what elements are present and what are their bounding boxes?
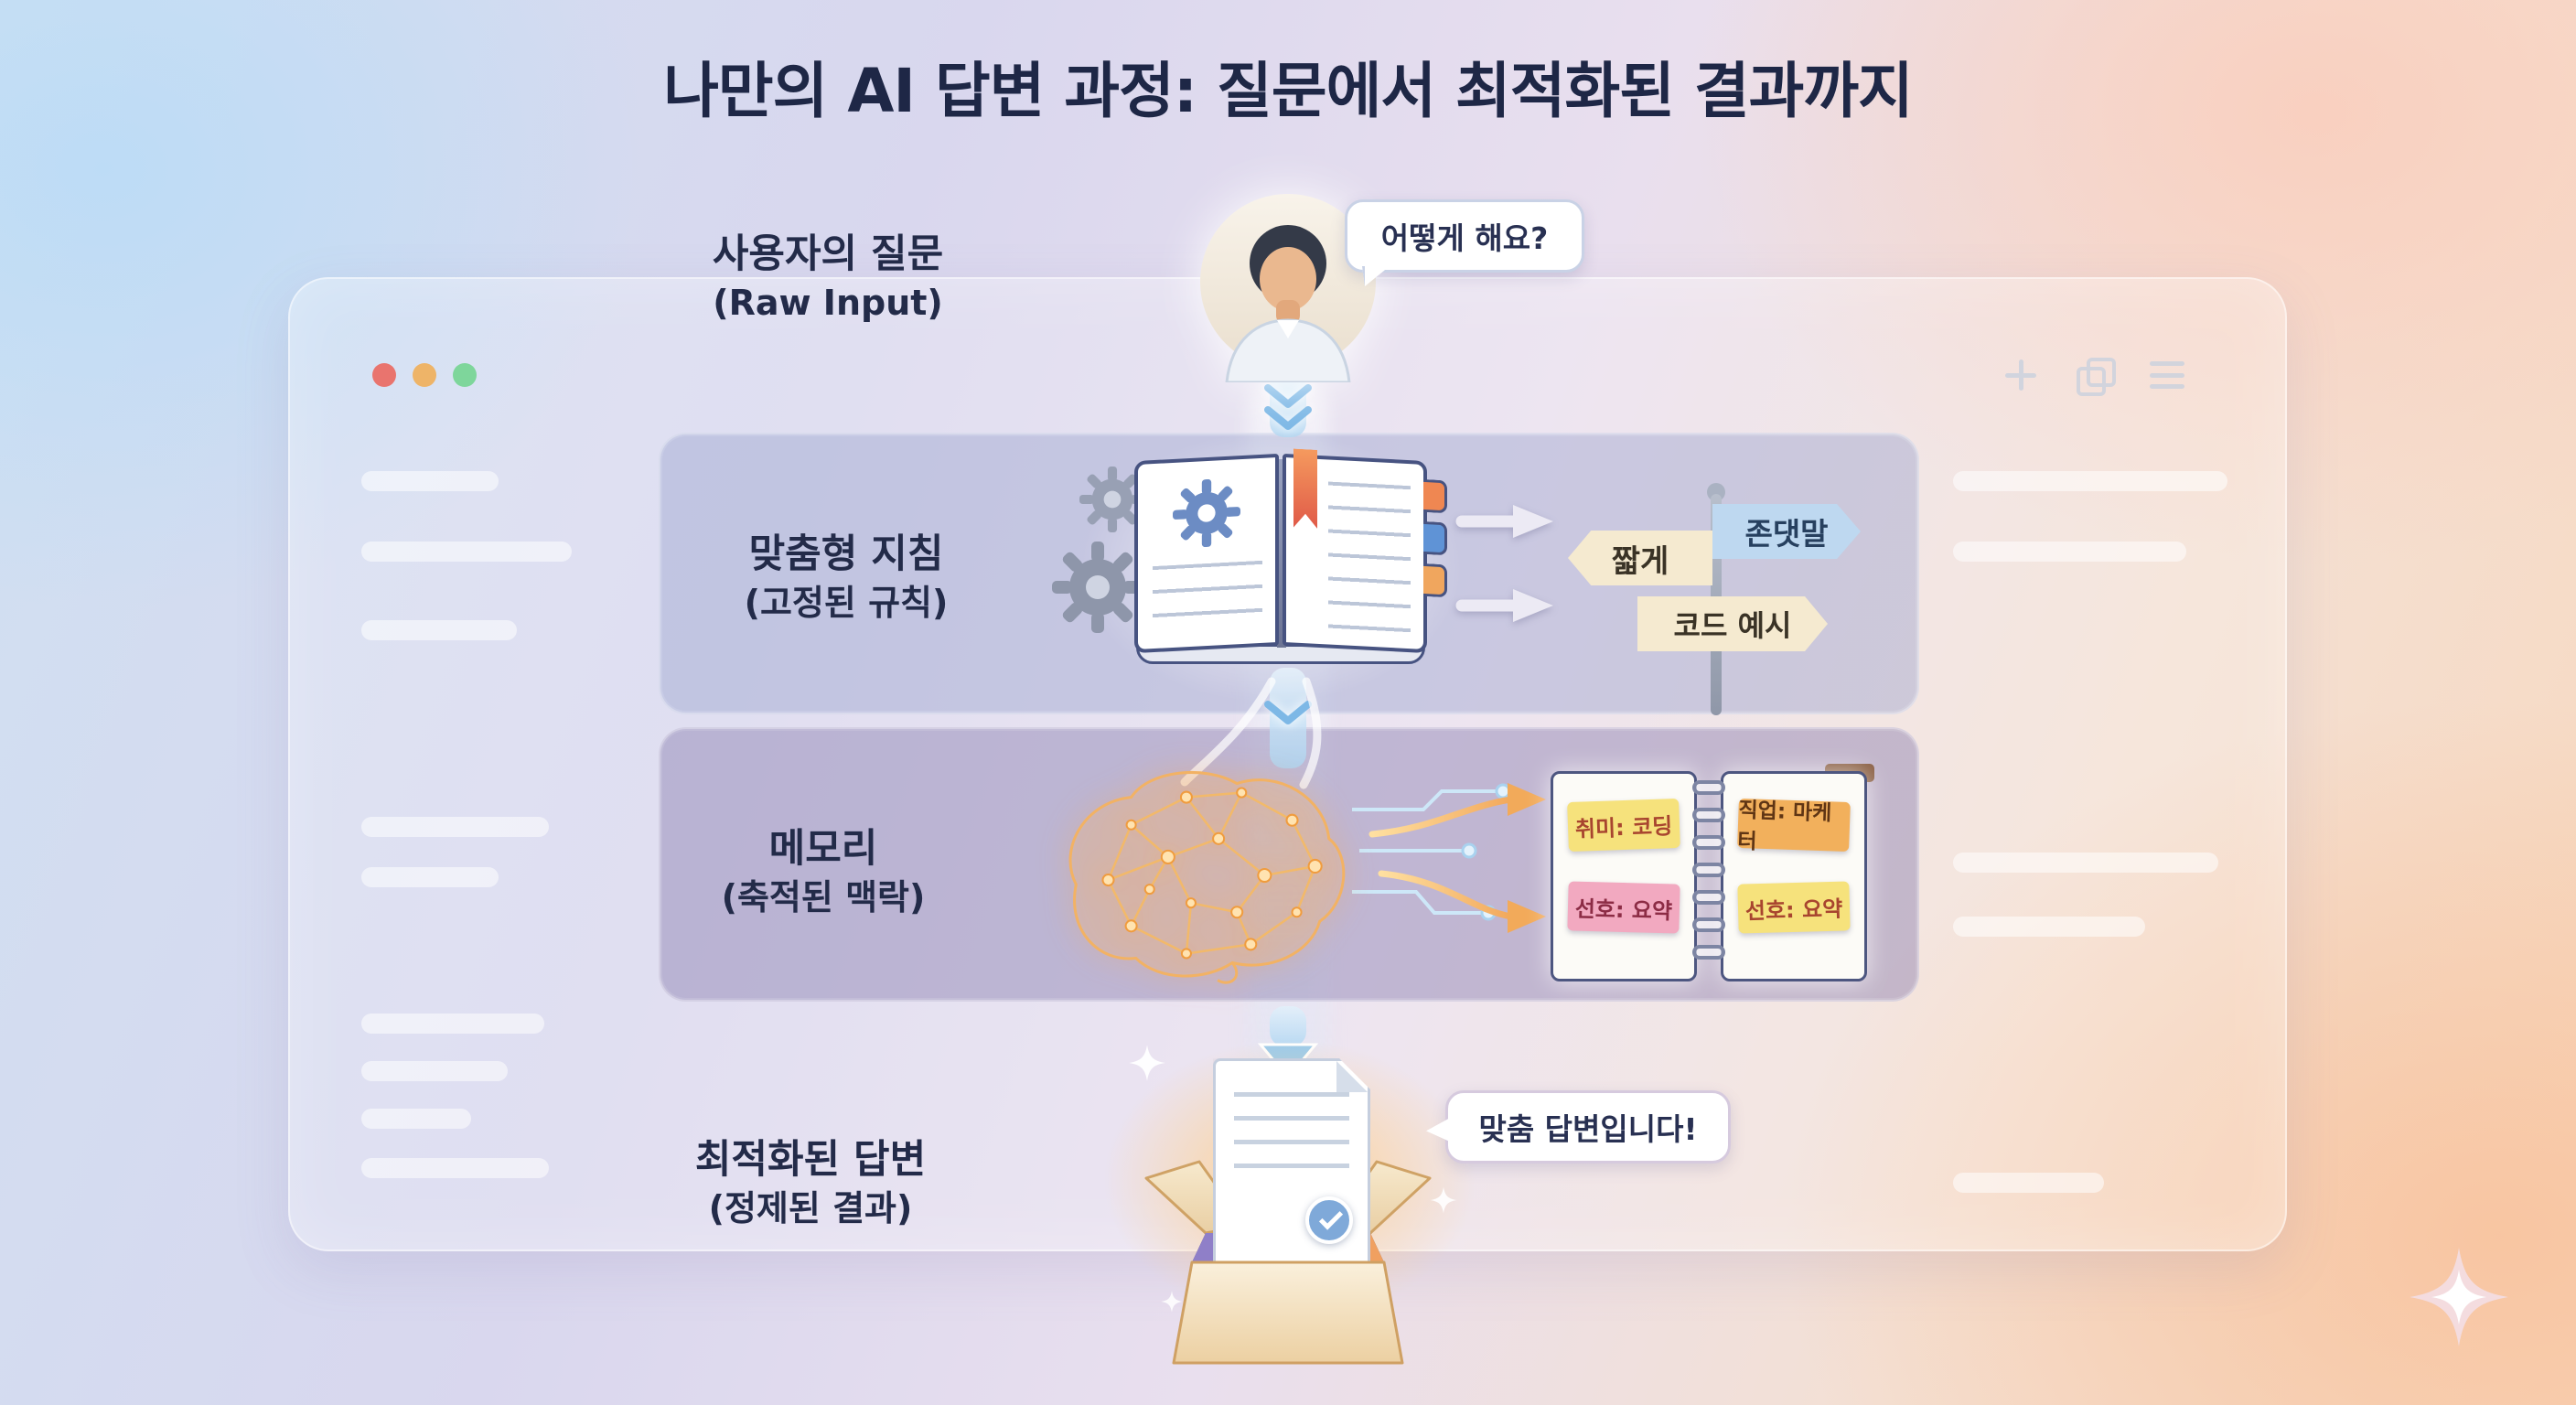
sign-code-example-label: 코드 예시 bbox=[1673, 608, 1792, 643]
skeleton-bar bbox=[361, 1158, 549, 1178]
sticky-note-job: 직업: 마케터 bbox=[1737, 798, 1851, 854]
skeleton-bar bbox=[361, 1061, 508, 1081]
sticky-note-hobby: 취미: 코딩 bbox=[1567, 798, 1680, 853]
user-avatar bbox=[1195, 190, 1381, 384]
minimize-window-icon bbox=[413, 363, 436, 387]
rulebook-icon bbox=[1052, 450, 1491, 695]
sticky-note-preference: 선호: 요약 bbox=[1567, 881, 1680, 934]
sparkle-icon bbox=[1430, 1186, 1457, 1214]
page-title: 나만의 AI 답변 과정: 질문에서 최적화된 결과까지 bbox=[663, 56, 1914, 126]
skeleton-bar bbox=[361, 542, 572, 562]
sign-honorific: 존댓말 bbox=[1712, 504, 1861, 559]
check-badge-icon bbox=[1305, 1196, 1353, 1244]
input-label: 사용자의 질문 bbox=[712, 231, 944, 277]
book-tab-blue bbox=[1423, 520, 1447, 556]
spiral-ring bbox=[1692, 890, 1725, 905]
brain-network-icon bbox=[1021, 746, 1379, 995]
skeleton-bar bbox=[1953, 1173, 2104, 1193]
book-page-right bbox=[1283, 454, 1447, 654]
maximize-window-icon bbox=[453, 363, 477, 387]
skeleton-bar bbox=[361, 817, 549, 837]
memory-sublabel: (축적된 맥락) bbox=[721, 877, 926, 917]
spiral-ring bbox=[1692, 863, 1725, 877]
stage-label-output: 최적화된 답변 (정제된 결과) bbox=[655, 1134, 966, 1231]
sparkle-icon bbox=[2410, 1248, 2508, 1346]
answer-document-icon bbox=[1213, 1058, 1370, 1278]
open-box-front bbox=[1172, 1260, 1404, 1365]
book-tab-orange bbox=[1423, 563, 1447, 598]
skeleton-bar bbox=[1953, 853, 2218, 873]
sign-short: 짧게 bbox=[1568, 531, 1712, 585]
sign-honorific-label: 존댓말 bbox=[1744, 516, 1829, 552]
skeleton-bar bbox=[361, 471, 499, 491]
spiral-ring bbox=[1692, 835, 1725, 850]
answer-speech-bubble: 맞춤 답변입니다! bbox=[1426, 1090, 1731, 1164]
sparkle-icon bbox=[1129, 1045, 1165, 1081]
memory-label: 메모리 bbox=[768, 826, 878, 872]
spiral-ring bbox=[1692, 917, 1725, 932]
output-label: 최적화된 답변 bbox=[694, 1137, 927, 1183]
question-bubble-text: 어떻게 해요? bbox=[1380, 220, 1549, 256]
book-spine bbox=[1277, 459, 1286, 648]
sign-code-example: 코드 예시 bbox=[1637, 596, 1828, 651]
document-text-lines bbox=[1234, 1092, 1349, 1184]
traffic-lights bbox=[372, 363, 477, 387]
spiral-ring bbox=[1692, 808, 1725, 822]
skeleton-bar bbox=[361, 620, 517, 640]
skeleton-bar bbox=[1953, 542, 2186, 562]
gear-icon bbox=[1052, 542, 1143, 633]
stage-label-input: 사용자의 질문 (Raw Input) bbox=[672, 229, 983, 326]
spiral-ring bbox=[1692, 945, 1725, 960]
instructions-label: 맞춤형 지침 bbox=[748, 531, 944, 577]
page-text-lines bbox=[1153, 560, 1262, 637]
avatar-face bbox=[1260, 247, 1316, 311]
menu-icon bbox=[2150, 361, 2184, 389]
skeleton-bar bbox=[1953, 917, 2145, 937]
close-window-icon bbox=[372, 363, 396, 387]
stage-label-memory: 메모리 (축적된 맥락) bbox=[686, 823, 961, 920]
book-page-left bbox=[1134, 453, 1279, 654]
skeleton-bar bbox=[361, 1014, 544, 1034]
sticky-note-preference: 선호: 요약 bbox=[1737, 881, 1851, 934]
input-sublabel: (Raw Input) bbox=[713, 283, 943, 323]
skeleton-bar bbox=[361, 1109, 471, 1129]
skeleton-bar bbox=[1953, 471, 2227, 491]
output-sublabel: (정제된 결과) bbox=[708, 1188, 913, 1228]
copy-icon bbox=[2077, 358, 2116, 396]
blue-gear-icon bbox=[1173, 478, 1240, 548]
bookmark-ribbon-icon bbox=[1293, 448, 1317, 528]
answer-bubble-text: 맞춤 답변입니다! bbox=[1478, 1111, 1698, 1147]
memory-notebook-icon: 취미: 코딩 선호: 요약 직업: 마케터 선호: 요약 bbox=[1551, 762, 1874, 992]
instructions-sublabel: (고정된 규칙) bbox=[744, 583, 949, 623]
question-speech-bubble: 어떻게 해요? bbox=[1345, 199, 1584, 286]
spiral-ring bbox=[1692, 780, 1725, 795]
sparkle-icon bbox=[1161, 1291, 1183, 1313]
window-controls bbox=[2003, 358, 2184, 396]
sign-short-label: 짧게 bbox=[1611, 542, 1669, 580]
book-tab-orange bbox=[1423, 478, 1447, 514]
page-text-lines bbox=[1328, 481, 1411, 637]
new-tab-icon bbox=[2003, 358, 2038, 392]
stage-label-instructions: 맞춤형 지침 (고정된 규칙) bbox=[704, 529, 988, 626]
box-front-face bbox=[1172, 1260, 1404, 1365]
skeleton-bar bbox=[361, 867, 499, 887]
